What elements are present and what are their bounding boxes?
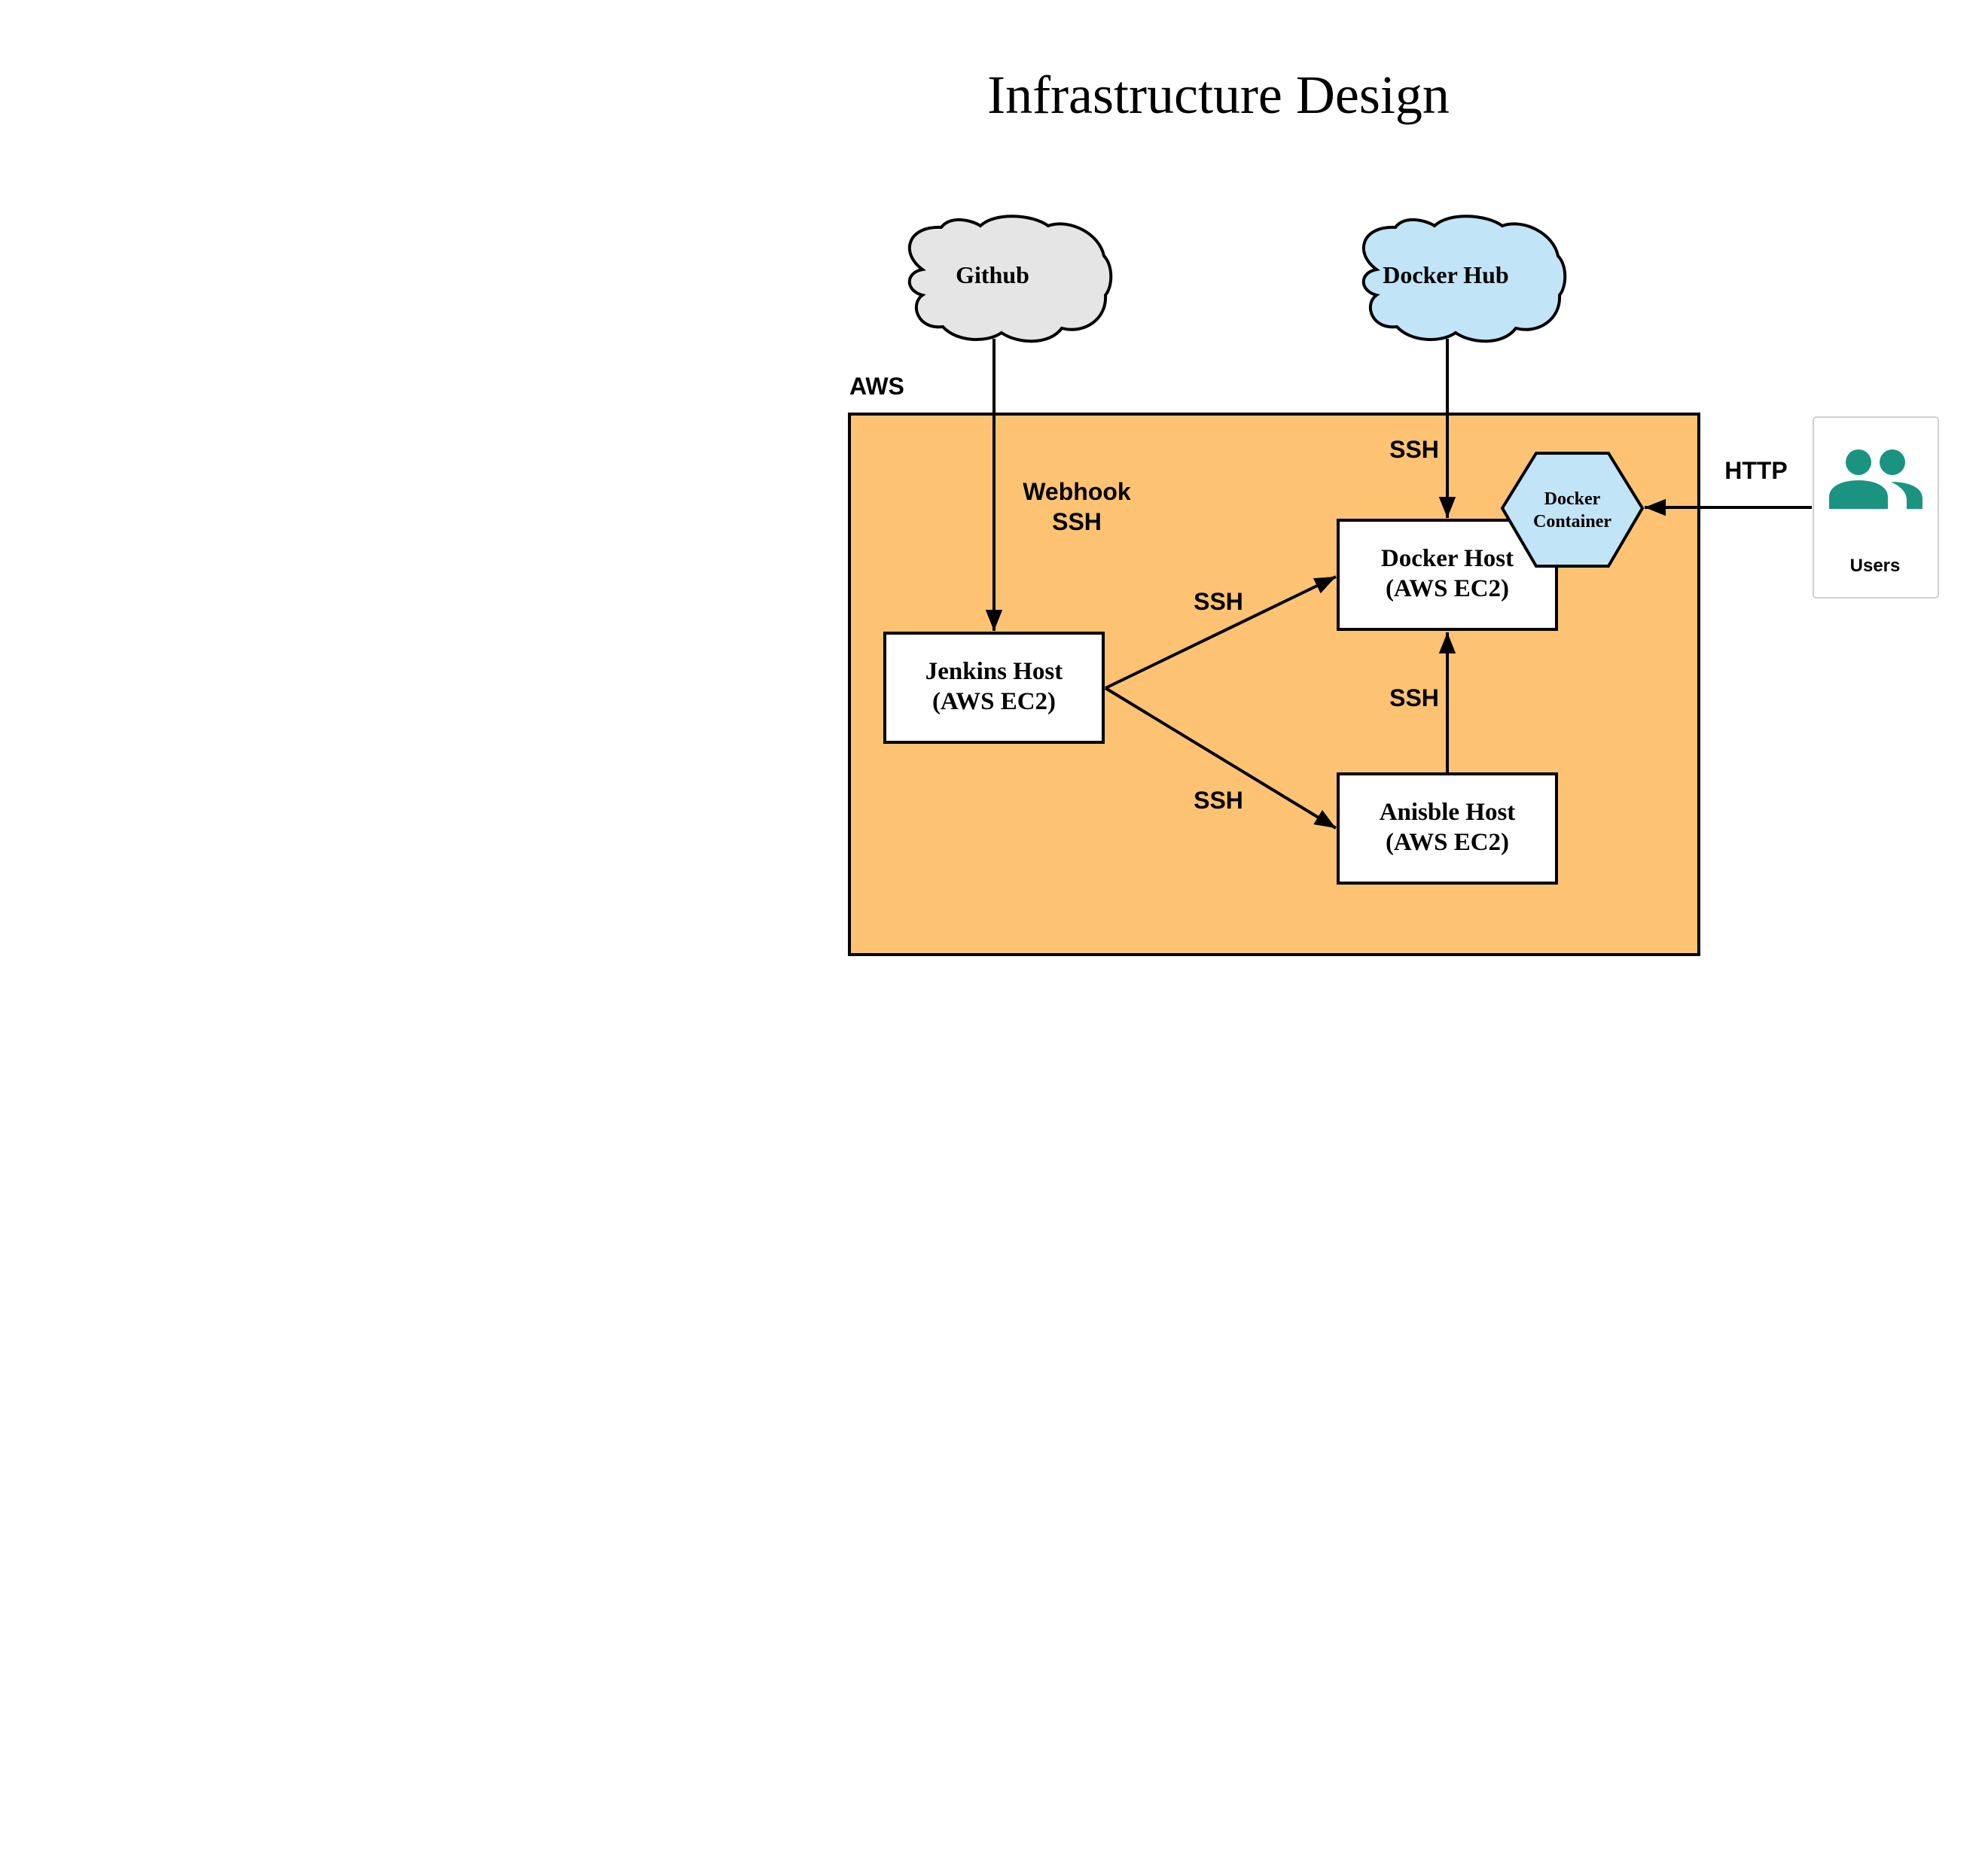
docker-container-subtitle: Container: [1533, 512, 1611, 531]
users-node[interactable]: Users: [1813, 416, 1939, 599]
ansible-host-node[interactable]: Anisble Host (AWS EC2): [1337, 772, 1558, 885]
edge-label-webhook: Webhook: [1023, 478, 1131, 505]
edge-label-http: HTTP: [1724, 457, 1788, 484]
docker-container-node[interactable]: Docker Container: [1500, 452, 1645, 568]
docker-container-hexagon: [1500, 452, 1645, 568]
page-title: Infrastructure Design: [987, 65, 1450, 125]
docker-container-title: Docker: [1544, 489, 1601, 509]
edge-label-ansible-docker-ssh: SSH: [1389, 684, 1439, 711]
ansible-host-box: [1337, 772, 1558, 885]
ansible-host-title: Anisble Host: [1380, 799, 1516, 826]
github-cloud-shape: [907, 215, 1113, 343]
github-label: Github: [956, 261, 1029, 288]
docker-host-title: Docker Host: [1381, 545, 1514, 572]
users-label: Users: [1850, 556, 1901, 576]
jenkins-host-node[interactable]: Jenkins Host (AWS EC2): [883, 632, 1105, 744]
jenkins-host-box: [883, 632, 1105, 744]
docker-host-node[interactable]: Docker Host (AWS EC2): [1337, 519, 1558, 631]
docker-hub-label: Docker Hub: [1383, 261, 1508, 288]
edge-label-jenkins-ansible-ssh: SSH: [1194, 787, 1243, 814]
edge-label-jenkins-docker-ssh: SSH: [1194, 588, 1243, 615]
edge-jenkins-docker-host: [1105, 575, 1337, 690]
edge-jenkins-ansible: [1104, 687, 1337, 830]
edge-label-webhook-ssh: SSH: [1052, 508, 1102, 535]
edge-label-dockerhub-ssh: SSH: [1389, 436, 1439, 463]
ansible-host-subtitle: (AWS EC2): [1386, 829, 1509, 856]
docker-host-box: [1337, 519, 1558, 631]
jenkins-host-title: Jenkins Host: [925, 658, 1063, 685]
docker-hub-cloud-shape: [1361, 215, 1567, 343]
jenkins-host-subtitle: (AWS EC2): [932, 688, 1056, 715]
docker-hub-cloud[interactable]: Docker Hub: [1361, 215, 1567, 343]
github-cloud[interactable]: Github: [907, 215, 1113, 343]
docker-host-subtitle: (AWS EC2): [1386, 575, 1509, 602]
aws-label: AWS: [849, 373, 904, 400]
users-icon: [1829, 449, 1922, 509]
